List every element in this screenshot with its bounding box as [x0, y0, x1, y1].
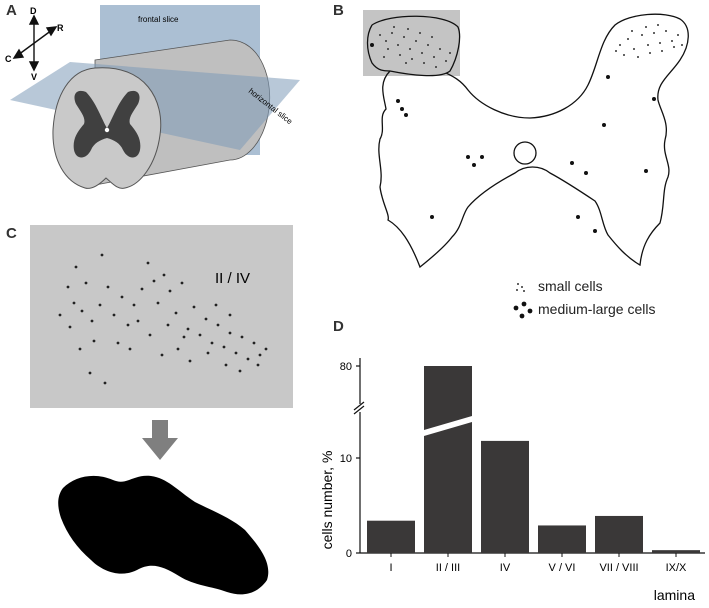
cell-map-background: [30, 225, 293, 408]
legend-medium-large-cells: medium-large cells: [538, 301, 656, 317]
category-label: IV: [500, 562, 511, 574]
category-labels: I II / III IV V / VI VII / VIII IX/X: [389, 562, 687, 574]
frontal-slice-label: frontal slice: [138, 15, 179, 24]
bar: [652, 550, 700, 553]
medium-large-cells-legend-icon: [513, 301, 533, 319]
bar: [595, 515, 643, 553]
panel-a-spinal-cord-diagram: D V R C frontal slice horizontal slice: [5, 5, 300, 189]
central-canal: [104, 127, 110, 133]
category-label: IX/X: [666, 562, 687, 574]
category-label: I: [389, 562, 392, 574]
panel-c-letter: C: [6, 225, 17, 242]
small-cells-cluster: [379, 24, 683, 68]
panel-b-horizontal-section: [363, 10, 689, 269]
bar: [424, 366, 472, 553]
axis-c-label: C: [5, 54, 12, 64]
axis-break-mark: [353, 401, 365, 411]
y-tick-label: 80: [340, 361, 352, 373]
grey-matter-outline: [366, 13, 689, 269]
panel-b-letter: B: [333, 2, 344, 19]
category-label: V / VI: [549, 562, 576, 574]
panel-d-letter: D: [333, 318, 344, 335]
y-axis-label: cells number, %: [319, 451, 335, 550]
bars: [367, 366, 700, 553]
lamina-region-silhouette: [58, 475, 269, 595]
y-tick-labels: 0 10 80: [340, 361, 352, 560]
panel-d-bar-chart: cells number, % 0 10 80 I II / III IV V / VI V…: [319, 358, 705, 603]
panel-a-letter: A: [6, 2, 17, 19]
central-canal-outline: [513, 141, 537, 165]
cell-dots: [58, 253, 268, 385]
axis-r-label: R: [57, 23, 64, 33]
small-cells-legend-icon: [516, 283, 525, 292]
orientation-axes-icon: [12, 14, 58, 72]
y-tick-label: 10: [340, 453, 352, 465]
bar: [367, 520, 415, 553]
category-label: VII / VIII: [599, 562, 638, 574]
axis-d-label: D: [30, 6, 37, 16]
axis-v-label: V: [31, 72, 37, 82]
legend-small-cells: small cells: [538, 278, 603, 294]
medium-large-cells: [370, 43, 656, 233]
axis-break-mark: [353, 405, 365, 415]
y-tick-label: 0: [346, 548, 352, 560]
bar: [538, 525, 586, 553]
region-label: II / IV: [215, 270, 250, 287]
grey-matter: [73, 90, 141, 158]
bar: [481, 440, 529, 553]
bar-break-mark: [424, 416, 472, 436]
x-axis-label: lamina: [654, 587, 695, 603]
category-label: II / III: [436, 562, 460, 574]
down-arrow-icon: [142, 420, 178, 460]
legend-markers: [513, 283, 533, 319]
panel-c-cell-map: II / IV: [30, 225, 293, 408]
